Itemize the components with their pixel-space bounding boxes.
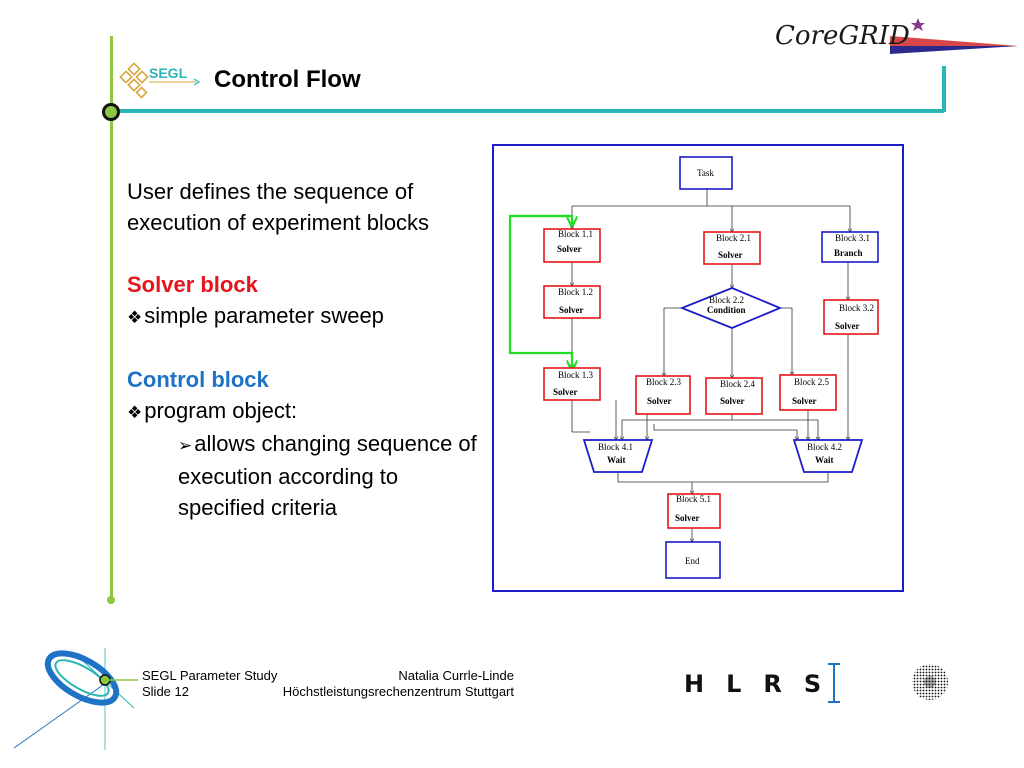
segl-logo-text: SEGL — [149, 65, 188, 81]
block-3-1-role: Branch — [834, 248, 863, 258]
control-flow-diagram: Task Block 1.1 Solver Block 1.2 Solver B… — [492, 144, 904, 592]
hlrs-logo: HLRS — [684, 663, 843, 703]
block-1-3-label: Block 1.3 — [558, 370, 593, 380]
block-3-2-label: Block 3.2 — [839, 303, 874, 313]
diamond-bullet-icon: ❖ — [127, 308, 143, 327]
solver-bullet-text: simple parameter sweep — [144, 303, 384, 328]
control-bullet: ❖program object: — [127, 395, 477, 428]
coregrid-logo-text: CoreGRID — [775, 21, 910, 51]
diamond-bullet-icon: ❖ — [127, 403, 143, 422]
rule-junction-dot — [102, 103, 120, 121]
block-1-3-role: Solver — [553, 387, 578, 397]
footer-text: SEGL Parameter Study Natalia Currle-Lind… — [142, 668, 514, 700]
solver-block-heading: Solver block — [127, 272, 258, 297]
footer-presentation-title: SEGL Parameter Study — [142, 668, 278, 683]
block-4-2-label: Block 4.2 — [807, 442, 842, 452]
control-bullet-text: program object: — [144, 398, 298, 423]
block-2-2-role: Condition — [707, 305, 746, 315]
block-2-5-role: Solver — [792, 396, 817, 406]
block-2-3-role: Solver — [647, 396, 672, 406]
intro-text: User defines the sequence of execution o… — [127, 179, 430, 235]
block-1-1-role: Solver — [557, 244, 582, 254]
hlrs-logo-text: HLRS — [684, 670, 843, 698]
block-2-5-label: Block 2.5 — [794, 377, 829, 387]
university-seal-logo — [912, 664, 948, 700]
header-right-rule — [942, 66, 946, 112]
footer-author: Natalia Currle-Linde — [398, 668, 514, 683]
block-4-1-label: Block 4.1 — [598, 442, 633, 452]
arrow-bullet-icon: ➢ — [178, 436, 193, 455]
footer-institution: Höchstleistungsrechenzentrum Stuttgart — [282, 684, 514, 699]
footer-slide-number: Slide 12 — [142, 684, 189, 699]
block-3-2-role: Solver — [835, 321, 860, 331]
control-block-heading: Control block — [127, 367, 269, 392]
block-4-1-role: Wait — [607, 455, 626, 465]
block-3-1-label: Block 3.1 — [835, 233, 870, 243]
slide-title: Control Flow — [214, 66, 361, 93]
block-1-2-label: Block 1.2 — [558, 287, 593, 297]
block-2-4-label: Block 2.4 — [720, 379, 755, 389]
block-1-1-label: Block 1.1 — [558, 229, 593, 239]
block-1-2-role: Solver — [559, 305, 584, 315]
block-2-1-label: Block 2.1 — [716, 233, 751, 243]
slide-body: User defines the sequence of execution o… — [127, 176, 477, 523]
segl-logo: SEGL — [119, 62, 201, 99]
task-node: Task — [697, 168, 714, 178]
solver-bullet: ❖simple parameter sweep — [127, 300, 477, 333]
rule-end-dot — [107, 596, 115, 604]
end-node: End — [685, 556, 700, 566]
control-sub-bullet-text: allows changing sequence of execution ac… — [178, 431, 477, 520]
block-2-1-role: Solver — [718, 250, 743, 260]
block-5-1-role: Solver — [675, 513, 700, 523]
block-2-3-label: Block 2.3 — [646, 377, 681, 387]
control-sub-bullet: ➢allows changing sequence of execution a… — [127, 428, 477, 523]
header-horizontal-rule — [112, 109, 944, 113]
footer-orbit-graphic — [13, 648, 138, 750]
block-2-2-label: Block 2.2 — [709, 295, 744, 305]
block-4-2-role: Wait — [815, 455, 834, 465]
block-5-1-label: Block 5.1 — [676, 494, 711, 504]
block-2-4-role: Solver — [720, 396, 745, 406]
left-vertical-rule — [110, 36, 113, 600]
coregrid-logo: CoreGRID — [775, 18, 1018, 54]
